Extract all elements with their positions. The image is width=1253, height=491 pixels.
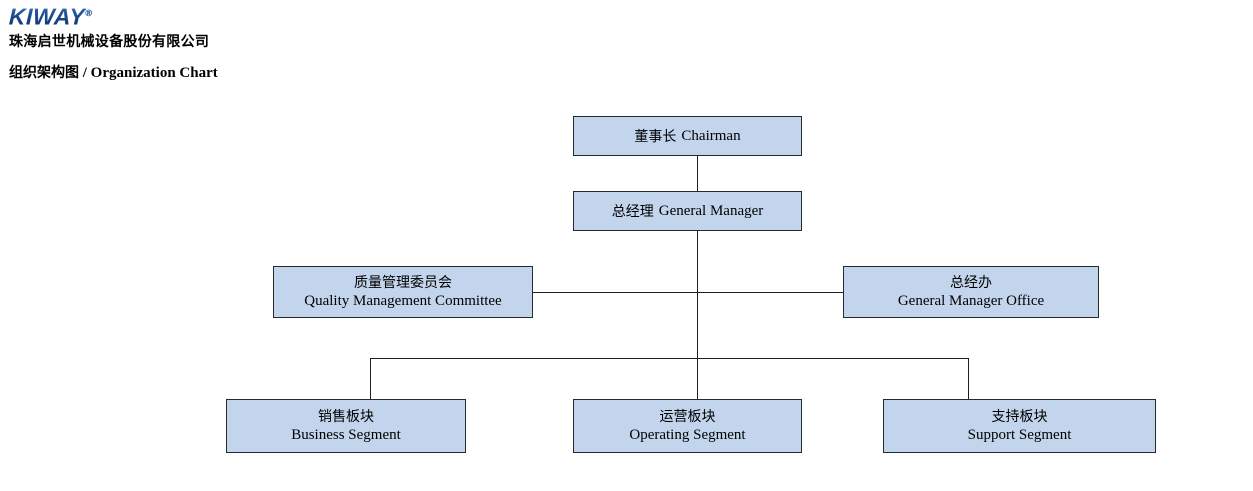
node-general-manager-office-label-cn: 总经办 <box>950 274 992 290</box>
node-support-segment-label-cn: 支持板块 <box>991 408 1048 424</box>
node-general-manager-office-label-en: General Manager Office <box>897 293 1045 309</box>
node-general-manager-label-en: General Manager <box>658 202 764 219</box>
connector-to-quality-management-committee <box>533 292 697 293</box>
connector-to-general-manager-office <box>697 292 843 293</box>
node-operating-segment[interactable]: 运营板块 Operating Segment <box>573 399 802 453</box>
node-general-manager[interactable]: 总经理 General Manager <box>573 191 802 231</box>
node-quality-management-committee-label-cn: 质量管理委员会 <box>354 274 452 290</box>
node-operating-segment-label-en: Operating Segment <box>629 427 746 443</box>
connector-to-business-segment <box>370 358 371 399</box>
node-support-segment-label-en: Support Segment <box>967 427 1072 443</box>
page-title-separator: / <box>79 65 91 81</box>
node-chairman-label-cn: 董事长 <box>634 127 677 144</box>
connector-chairman-to-general-manager <box>697 156 698 191</box>
page-title: 组织架构图 / Organization Chart <box>9 63 218 83</box>
node-operating-segment-label-cn: 运营板块 <box>659 408 716 424</box>
connector-general-manager-stem <box>697 231 698 359</box>
node-support-segment[interactable]: 支持板块 Support Segment <box>883 399 1156 453</box>
node-general-manager-office[interactable]: 总经办 General Manager Office <box>843 266 1099 318</box>
node-business-segment-label-en: Business Segment <box>291 427 401 443</box>
node-business-segment[interactable]: 销售板块 Business Segment <box>226 399 466 453</box>
company-name: 珠海启世机械设备股份有限公司 <box>9 33 210 49</box>
page-title-en: Organization Chart <box>90 65 218 81</box>
node-quality-management-committee-label-en: Quality Management Committee <box>304 293 502 309</box>
node-business-segment-label-cn: 销售板块 <box>318 408 374 424</box>
node-chairman-label-en: Chairman <box>681 127 741 144</box>
node-general-manager-label-cn: 总经理 <box>611 202 654 219</box>
connector-segment-branch-bar <box>370 358 969 359</box>
page-title-cn: 组织架构图 <box>9 64 79 80</box>
connector-to-operating-segment <box>697 358 698 399</box>
node-chairman[interactable]: 董事长 Chairman <box>573 116 802 156</box>
connector-to-support-segment <box>968 358 969 399</box>
node-quality-management-committee[interactable]: 质量管理委员会 Quality Management Committee <box>273 266 533 318</box>
